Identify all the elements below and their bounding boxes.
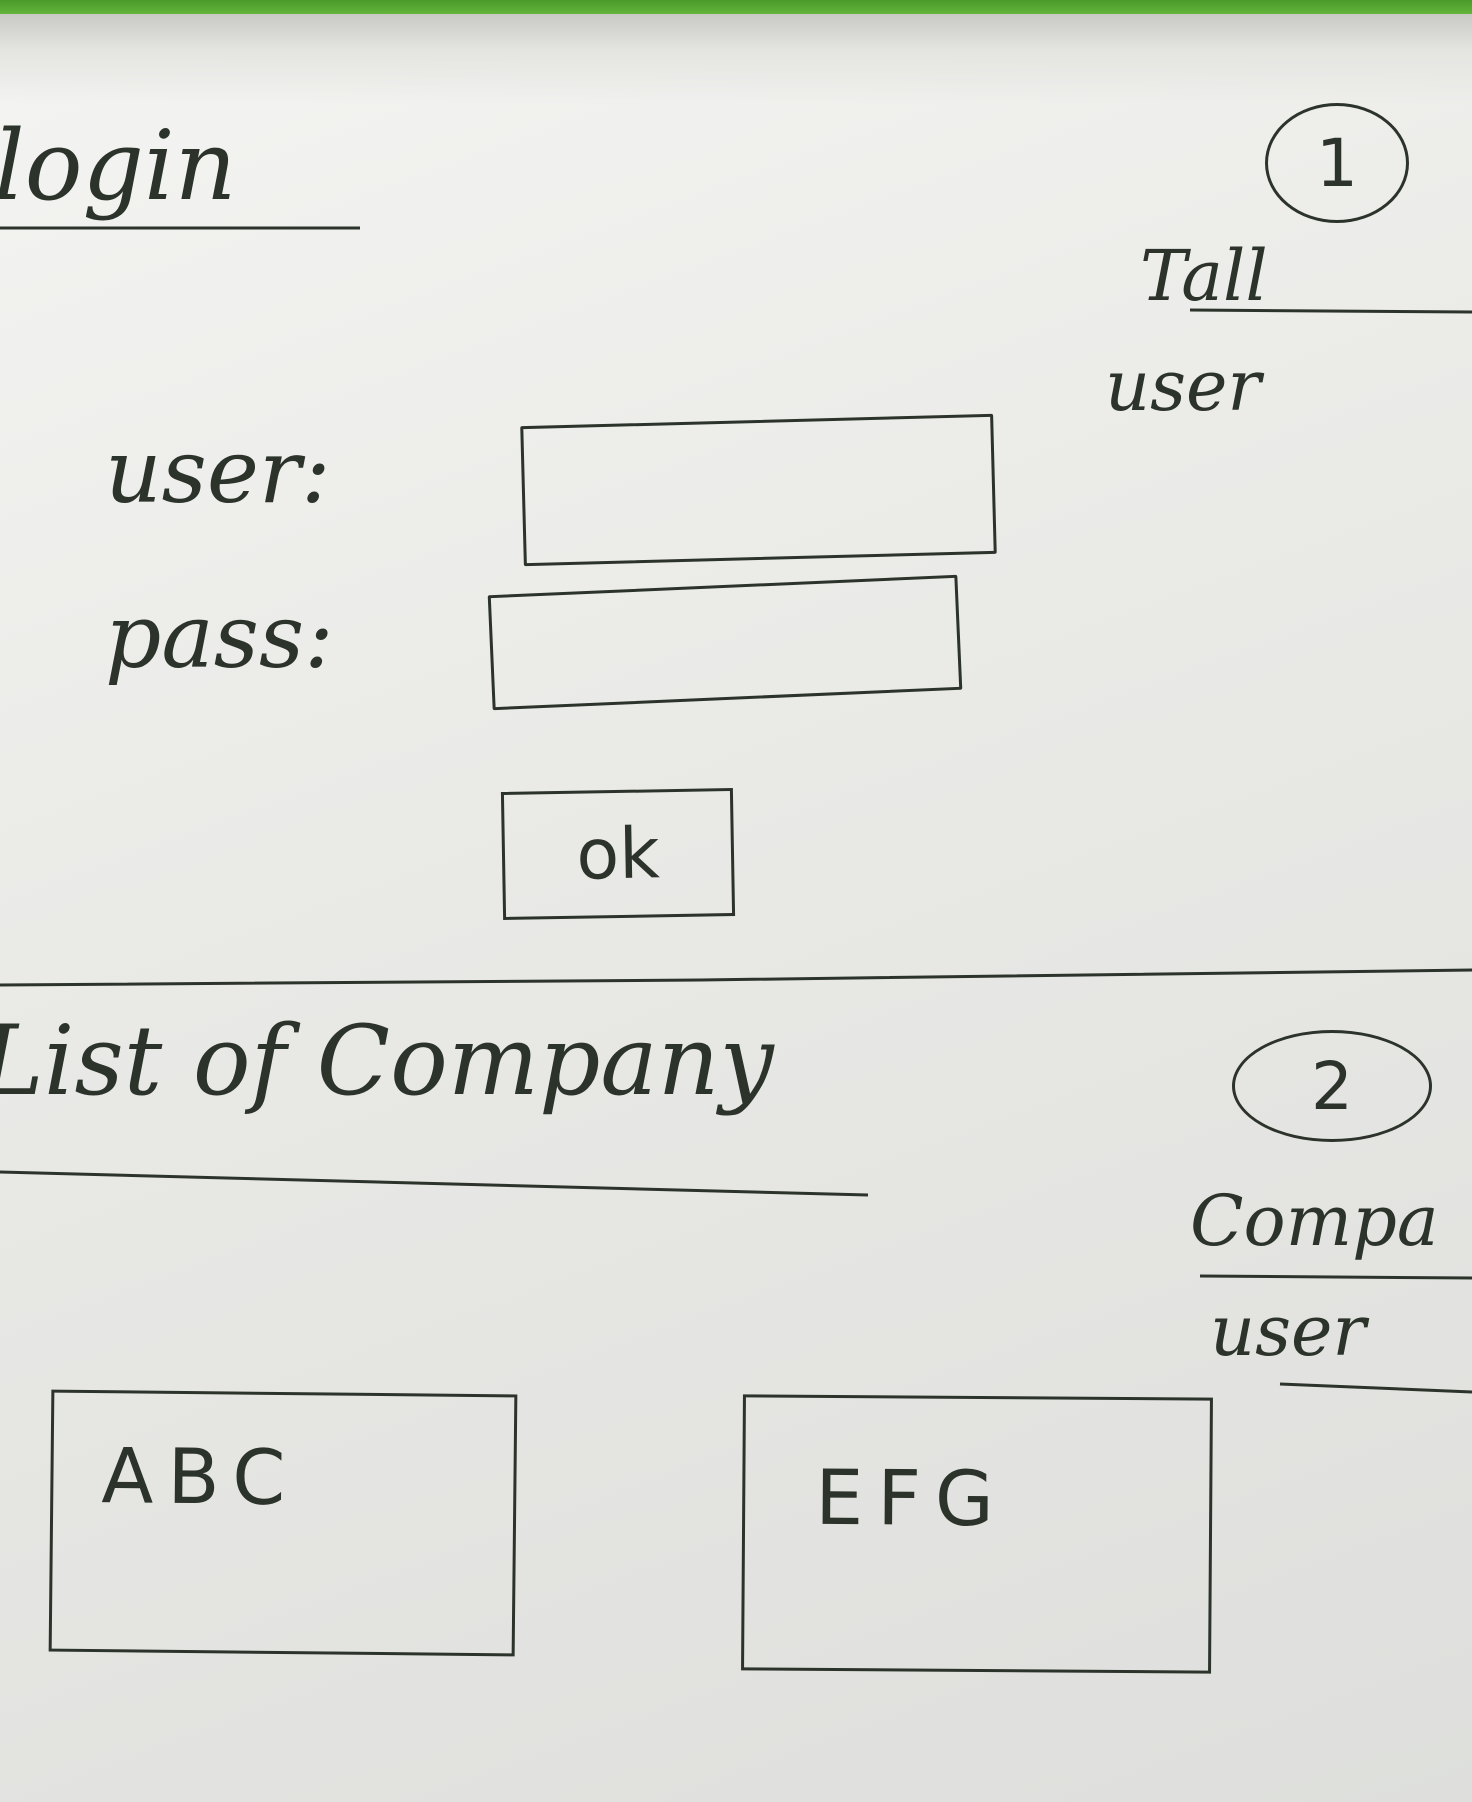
side-underline-3: [1279, 1382, 1472, 1394]
company-list-title: List of Company: [0, 1005, 774, 1117]
screen-number-1: 1: [1265, 103, 1409, 223]
side-underline-2: [1199, 1274, 1472, 1280]
green-edge: [0, 0, 1472, 14]
company-card-abc[interactable]: ABC: [48, 1389, 518, 1657]
company-card-efg[interactable]: EFG: [741, 1394, 1213, 1674]
title-underline-2: [0, 1170, 869, 1197]
user-input[interactable]: [520, 413, 997, 567]
side-note-user-1: user: [1105, 345, 1261, 427]
side-underline-1: [1189, 308, 1472, 314]
company-name-efg: EFG: [814, 1452, 1009, 1544]
company-name-abc: ABC: [101, 1431, 300, 1523]
user-label: user:: [105, 420, 331, 523]
ok-button[interactable]: ok: [500, 787, 736, 921]
side-note-tall: Tall: [1140, 235, 1268, 317]
fold-shadow: [0, 14, 1472, 104]
side-note-user-2: user: [1210, 1290, 1366, 1372]
section-divider: [0, 968, 1472, 987]
login-title: login: [0, 110, 237, 222]
screen-number-2: 2: [1232, 1030, 1432, 1142]
side-note-compa: Compa: [1190, 1180, 1439, 1262]
pass-input[interactable]: [487, 574, 963, 711]
pass-label: pass:: [105, 585, 334, 688]
